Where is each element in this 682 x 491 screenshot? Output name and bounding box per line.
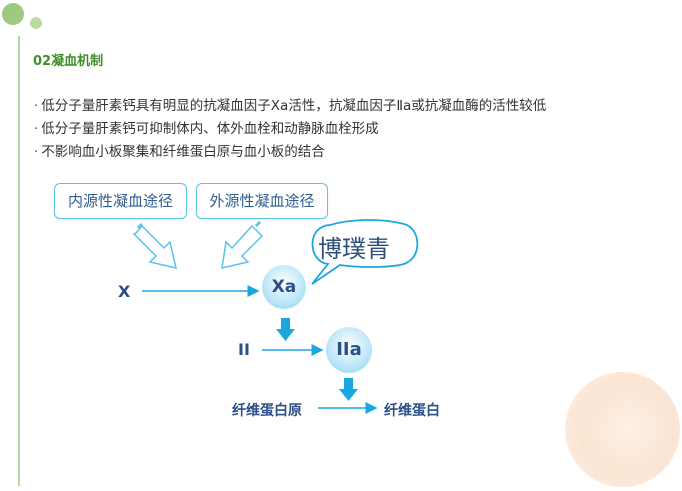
arrow-xa-down — [276, 318, 295, 341]
callout-text: 博璞青 — [318, 235, 390, 263]
hollow-arrow-intrinsic — [132, 222, 178, 270]
bullet-item: ·低分子量肝素钙可抑制体内、体外血栓和动静脉血栓形成 — [34, 118, 546, 141]
arrow-iia-down — [339, 378, 358, 401]
decorative-orb — [565, 372, 680, 487]
bullet-text: 低分子量肝素钙具有明显的抗凝血因子Ⅹa活性，抗凝血因子Ⅱa或抗凝血酶的活性较低 — [41, 98, 547, 114]
bullet-item: ·不影响血小板聚集和纤维蛋白原与血小板的结合 — [34, 141, 546, 164]
factor-ii-label: II — [238, 340, 250, 359]
decorative-vertical-line — [18, 36, 20, 486]
bullet-marker: · — [34, 144, 39, 160]
intrinsic-pathway-box: 内源性凝血途径 — [54, 183, 187, 219]
factor-iia-node: IIa — [326, 327, 372, 373]
fibrinogen-label: 纤维蛋白原 — [232, 403, 302, 419]
bullet-marker: · — [34, 98, 39, 114]
section-title: 02凝血机制 — [33, 54, 104, 69]
bullet-text: 不影响血小板聚集和纤维蛋白原与血小板的结合 — [41, 144, 325, 160]
extrinsic-pathway-box: 外源性凝血途径 — [196, 183, 328, 219]
bullet-list: ·低分子量肝素钙具有明显的抗凝血因子Ⅹa活性，抗凝血因子Ⅱa或抗凝血酶的活性较低… — [34, 95, 546, 164]
bullet-item: ·低分子量肝素钙具有明显的抗凝血因子Ⅹa活性，抗凝血因子Ⅱa或抗凝血酶的活性较低 — [34, 95, 546, 118]
decorative-dot-small — [30, 17, 42, 29]
hollow-arrow-extrinsic — [221, 220, 264, 269]
decorative-dot-large — [2, 3, 24, 25]
factor-x-label: X — [118, 282, 131, 301]
bullet-text: 低分子量肝素钙可抑制体内、体外血栓和动静脉血栓形成 — [41, 121, 379, 137]
bullet-marker: · — [34, 121, 39, 137]
factor-xa-node: Xa — [262, 265, 306, 309]
fibrin-label: 纤维蛋白 — [384, 403, 440, 419]
callout-bubble — [311, 219, 419, 285]
